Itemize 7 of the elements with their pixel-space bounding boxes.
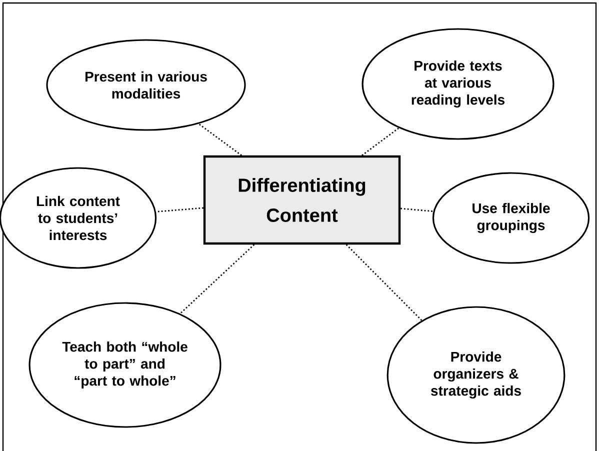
connector-line	[180, 244, 255, 314]
center-box: Differentiating Content	[203, 155, 401, 245]
connector-line	[400, 208, 434, 212]
connector-line	[362, 127, 400, 156]
connector-line	[156, 207, 204, 212]
connector-line	[346, 244, 422, 321]
connector-line	[198, 123, 242, 156]
